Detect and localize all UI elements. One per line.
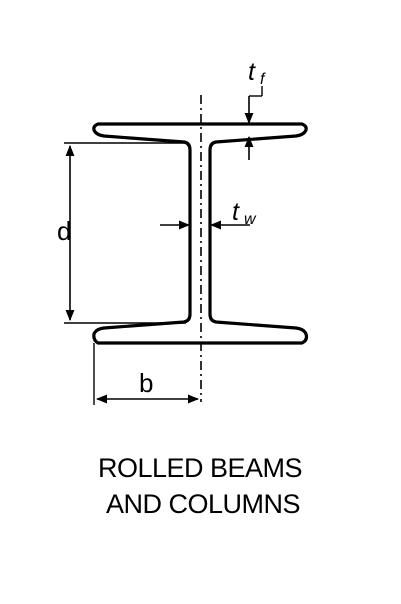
depth-label: d (57, 216, 71, 246)
caption-line-2: AND COLUMNS (106, 489, 300, 519)
tf-label: t (248, 58, 256, 86)
tw-label: t (232, 198, 240, 226)
width-label: b (139, 368, 153, 398)
tf-subscript: f (260, 71, 266, 88)
tw-subscript: w (244, 211, 257, 228)
i-beam-profile (92, 122, 309, 345)
caption-line-1: ROLLED BEAMS (98, 453, 302, 483)
